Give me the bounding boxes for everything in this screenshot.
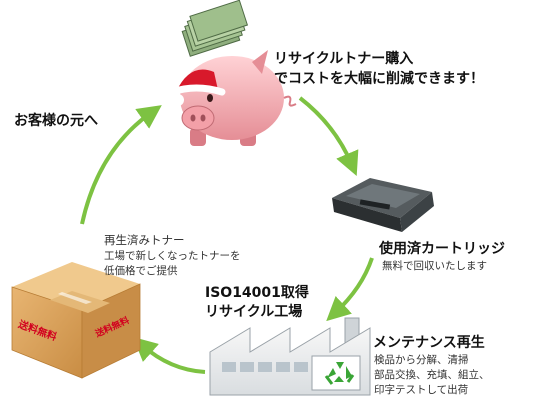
recycled-toner-desc-1: 工場で新しくなったトナーを xyxy=(104,250,241,262)
purchase-line-1: リサイクルトナー購入 xyxy=(274,51,414,67)
toner-cartridge-icon xyxy=(332,178,434,232)
used-cartridge-title: 使用済カートリッジ xyxy=(379,241,505,257)
used-cartridge-desc: 無料で回収いたします xyxy=(382,260,487,272)
to-customer-title: お客様の元へ xyxy=(14,113,98,129)
purchase-line-2: でコストを大幅に削減できます！ xyxy=(274,71,484,87)
piggy-bank-icon xyxy=(168,0,297,146)
recycled-toner-title: 再生済みトナー xyxy=(104,233,185,247)
maintenance-desc-3: 印字テストして出荷 xyxy=(374,384,469,396)
maintenance-title: メンテナンス再生 xyxy=(373,335,485,351)
cardboard-box-icon xyxy=(11,262,141,379)
arrow-factory-to-box xyxy=(133,337,206,374)
maintenance-desc-1: 検品から分解、清掃 xyxy=(374,354,469,366)
factory-icon xyxy=(209,317,371,396)
factory-line-1: ISO14001取得 xyxy=(205,285,309,301)
recycle-icon xyxy=(324,362,355,385)
factory-line-2: リサイクル工場 xyxy=(205,304,303,320)
arrow-box-to-pig xyxy=(80,105,162,225)
maintenance-desc-2: 部品交換、充填、組立、 xyxy=(374,369,490,381)
arrow-cartridge-to-factory xyxy=(326,257,374,322)
recycled-toner-desc-2: 低価格でご提供 xyxy=(104,265,178,277)
arrow-pig-to-cartridge xyxy=(298,96,359,177)
